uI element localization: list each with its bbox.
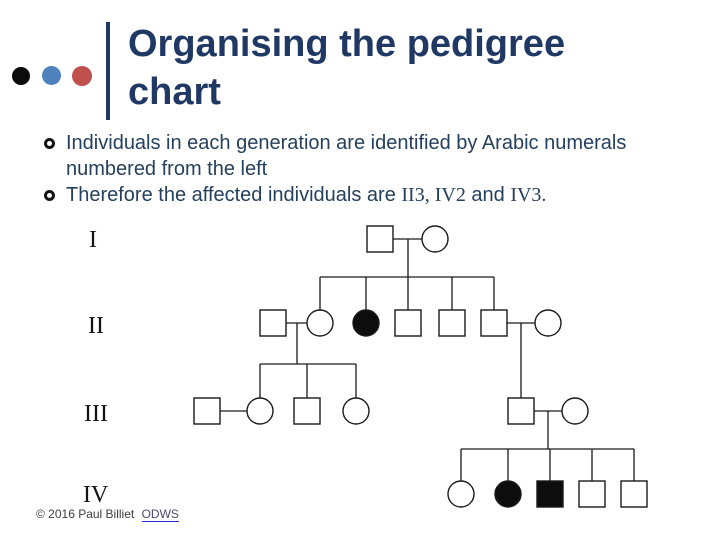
bullet-text: Therefore the affected individuals are I…	[66, 184, 547, 206]
individual-IV4-male	[578, 480, 606, 508]
generation-label-I: I	[89, 227, 97, 253]
individual-IV5-male	[620, 480, 648, 508]
individual-II7-female	[534, 309, 562, 337]
bullet-item: Individuals in each generation are ident…	[40, 130, 652, 182]
individual-II5-male	[438, 309, 466, 337]
individual-IV3-male-affected	[536, 480, 564, 508]
bullet-item: Therefore the affected individuals are I…	[40, 182, 652, 208]
bullet-text: Individuals in each generation are ident…	[66, 132, 627, 180]
slide-title: Organising the pedigree chart	[128, 23, 566, 113]
individual-II4-male	[394, 309, 422, 337]
generation-label-IV: IV	[83, 482, 109, 508]
bullet-ring-icon	[44, 138, 55, 149]
accent-dot-black-icon	[12, 67, 30, 85]
individual-III3-male	[293, 397, 321, 425]
generation-label-III: III	[84, 401, 108, 427]
individual-I2-female	[421, 225, 449, 253]
copyright-text: © 2016 Paul Billiet	[36, 507, 135, 521]
odws-link[interactable]: ODWS	[141, 507, 179, 522]
accent-dot-red-icon	[72, 66, 92, 86]
footer: © 2016 Paul Billiet ODWS	[36, 507, 179, 522]
individual-III6-female	[561, 397, 589, 425]
title-divider-line	[106, 22, 110, 120]
individual-III5-male	[507, 397, 535, 425]
individual-IV1-female	[447, 480, 475, 508]
bullet-ring-icon	[44, 190, 55, 201]
individual-III1-male	[193, 397, 221, 425]
individual-III4-female	[342, 397, 370, 425]
individual-II2-female	[306, 309, 334, 337]
accent-dot-blue-icon	[42, 66, 61, 85]
bullet-list: Individuals in each generation are ident…	[40, 130, 652, 208]
generation-label-II: II	[88, 313, 104, 339]
individual-III2-female	[246, 397, 274, 425]
individual-II6-male	[480, 309, 508, 337]
individual-IV2-female-affected	[494, 480, 522, 508]
individual-II1-male	[259, 309, 287, 337]
individual-II3-female-affected	[352, 309, 380, 337]
individual-I1-male	[366, 225, 394, 253]
